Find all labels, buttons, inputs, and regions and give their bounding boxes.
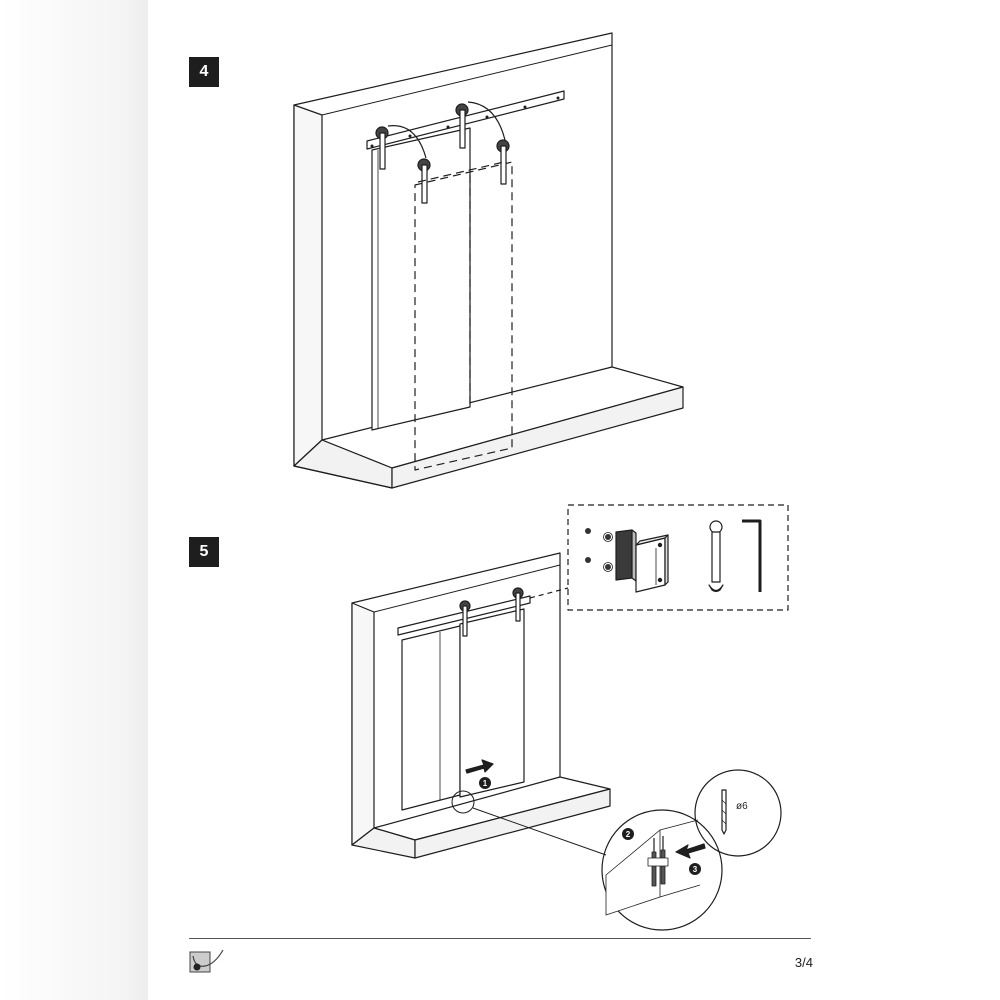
motion-arc-4b <box>467 101 506 141</box>
wall-4-side <box>293 104 323 467</box>
callout-3-marker <box>689 863 701 875</box>
callout-2-marker <box>622 828 634 840</box>
push-arrow-icon <box>465 759 494 774</box>
brand-logo-icon <box>189 949 224 973</box>
callout-2-label: 2 <box>626 830 631 839</box>
door-opening-5 <box>401 625 461 811</box>
door-4-dashed <box>414 161 513 471</box>
step-5-wall-diagram: 1 <box>351 552 611 859</box>
step-5-badge: 5 <box>189 537 219 567</box>
hanger-roller-4b <box>455 103 469 149</box>
hanger-roller-4c <box>417 158 431 204</box>
wall-5-side <box>351 602 375 846</box>
motion-arc-4a <box>387 125 427 159</box>
shelf-5-front <box>414 788 611 859</box>
door-4-solid <box>371 127 471 431</box>
hanger-roller-4a <box>375 126 389 170</box>
callout-3-label: 3 <box>693 865 698 874</box>
floor-guide-plate <box>615 529 633 581</box>
left-margin-shade <box>0 0 148 1000</box>
floor-guide-circle <box>451 790 475 814</box>
allen-key-icon <box>742 519 762 592</box>
hanger-roller-5a <box>459 600 471 637</box>
drill-zoom-circle: ø6 <box>694 769 782 857</box>
step-4-wall-diagram <box>293 32 684 489</box>
drill-size-label: ø6 <box>736 801 748 812</box>
step-4-badge: 4 <box>189 57 219 87</box>
footer-divider <box>189 938 811 939</box>
hanger-roller-4d <box>496 139 510 185</box>
wrench-icon <box>708 520 724 593</box>
shelf-4-front <box>391 386 684 489</box>
floor-guide-detail-circle: 2 3 <box>601 809 723 931</box>
parts-box <box>567 504 789 611</box>
callout-1-label: 1 <box>483 779 488 788</box>
door-5 <box>459 608 525 798</box>
callout-1-marker <box>479 777 491 789</box>
insert-arrow-icon <box>675 843 706 859</box>
hanger-roller-5b <box>512 587 524 622</box>
page-number: 3/4 <box>794 955 813 970</box>
